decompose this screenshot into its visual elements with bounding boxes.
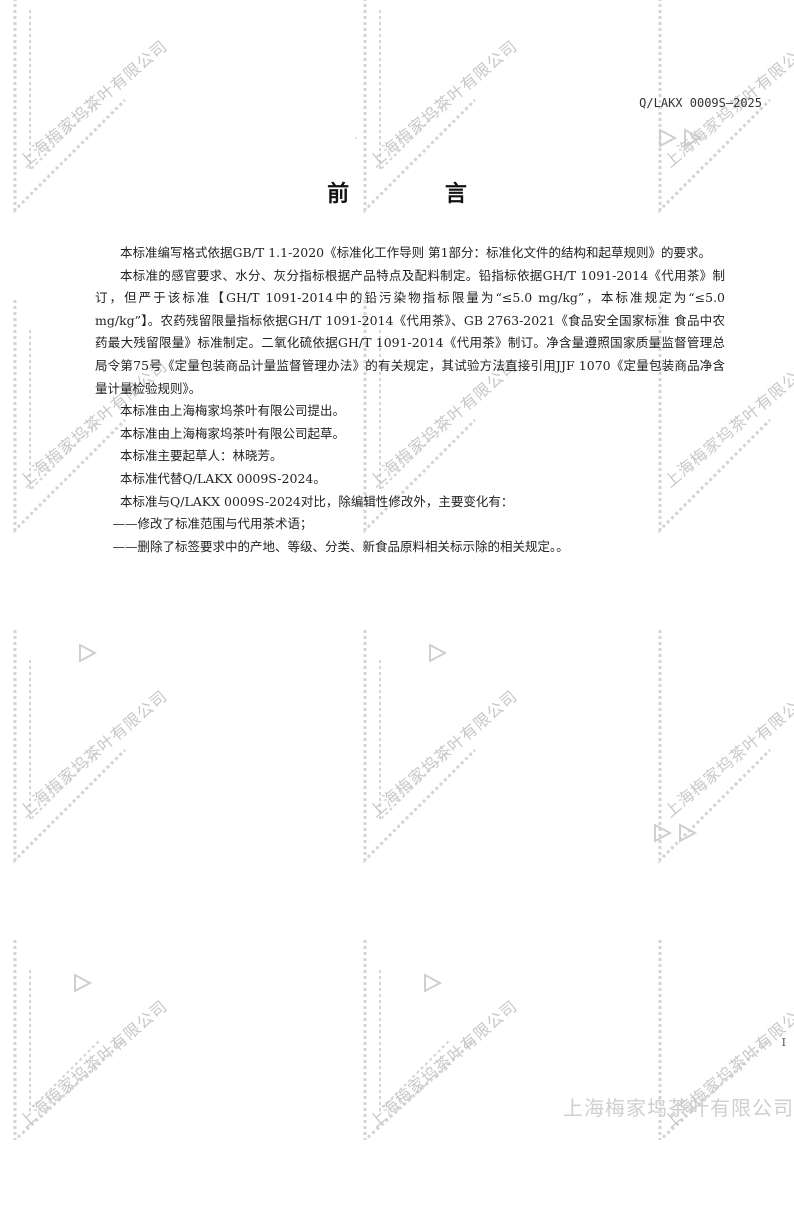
- watermark-triangle-icon: [654, 630, 772, 864]
- watermark: 上海梅家坞茶叶有限公司: [5, 0, 185, 260]
- paragraph: 本标准由上海梅家坞茶叶有限公司提出。: [120, 403, 346, 419]
- watermark-company: 上海梅家坞茶叶有限公司: [15, 996, 172, 1132]
- paragraph: 本标准由上海梅家坞茶叶有限公司起草。: [120, 425, 346, 441]
- footer-company: 上海梅家坞茶叶有限公司: [563, 1096, 794, 1120]
- watermark-company: 上海梅家坞茶叶有限公司: [660, 36, 794, 172]
- watermark-company: 上海梅家坞茶叶有限公司: [365, 36, 522, 172]
- watermark: 上海梅家坞茶叶有限公司: [355, 940, 535, 1220]
- watermark-company: 上海梅家坞茶叶有限公司: [660, 686, 794, 822]
- preface-body: 本标准编写格式依据GB/T 1.1-2020《标准化工作导则 第1部分：标准化文…: [95, 242, 725, 558]
- page-title: 前 言: [327, 182, 511, 207]
- watermark-company: 上海梅家坞茶叶有限公司: [15, 36, 172, 172]
- watermark-triangle-icon: [13, 630, 127, 864]
- watermark-triangle-icon: [363, 630, 477, 864]
- change-item: ——修改了标准范围与代用茶术语；: [112, 516, 313, 532]
- document-code: Q/LAKX 0009S—2025: [639, 96, 762, 110]
- watermark: 上海梅家坞茶叶有限公司: [650, 940, 794, 1220]
- watermark-triangle-icon: [13, 940, 127, 1140]
- watermark-triangle-icon: [363, 940, 477, 1140]
- paragraph: 本标准主要起草人：林晓芳。: [120, 448, 283, 464]
- page-number: I: [781, 1036, 786, 1049]
- watermark: 上海梅家坞茶叶有限公司: [5, 940, 185, 1220]
- watermark-company: 上海梅家坞茶叶有限公司: [15, 686, 172, 822]
- watermark: 上海梅家坞茶叶有限公司: [355, 630, 535, 910]
- paragraph: 本标准代替Q/LAKX 0009S-2024。: [120, 470, 326, 486]
- watermark-company: 上海梅家坞茶叶有限公司: [365, 996, 522, 1132]
- watermark-layer: 上海梅家坞茶叶有限公司 上海梅家坞茶叶有限公司 上海梅家坞茶叶有限公司 上海梅家…: [5, 0, 794, 1140]
- watermark: 上海梅家坞茶叶有限公司: [355, 0, 535, 260]
- paragraph: 本标准的感官要求、水分、灰分指标根据产品特点及配料制定。铅指标依据GH/T 10…: [95, 267, 725, 396]
- paragraph: 本标准与Q/LAKX 0009S-2024对比，除编辑性修改外，主要变化有：: [120, 493, 514, 509]
- watermark-company: 上海梅家坞茶叶有限公司: [365, 686, 522, 822]
- watermark: 上海梅家坞茶叶有限公司: [650, 630, 794, 910]
- watermark: 上海梅家坞茶叶有限公司: [5, 630, 185, 910]
- change-item: ——删除了标签要求中的产地、等级、分类、新食品原料相关标示除的相关规定。。: [112, 538, 569, 554]
- paragraph: 本标准编写格式依据GB/T 1.1-2020《标准化工作导则 第1部分：标准化文…: [120, 245, 712, 260]
- watermark: 上海梅家坞茶叶有限公司: [650, 0, 794, 260]
